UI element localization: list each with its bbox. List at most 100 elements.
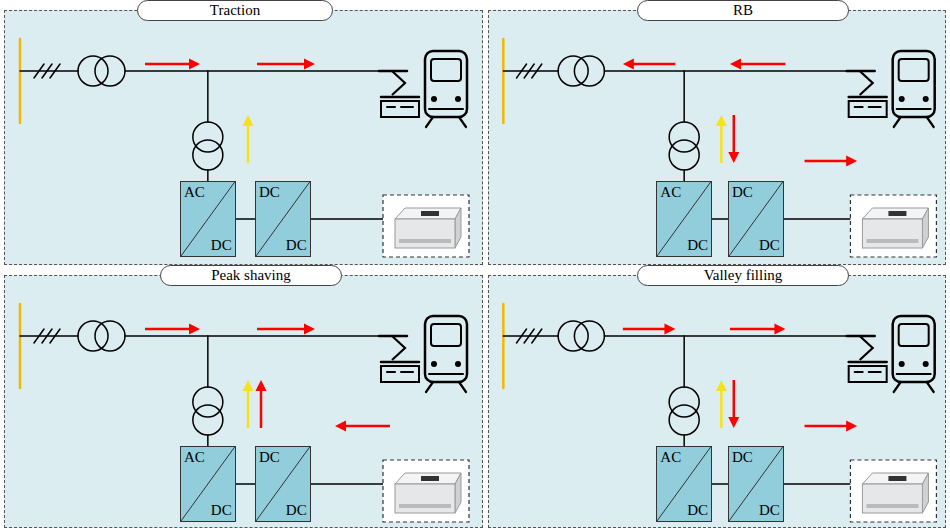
- train-stroke: [855, 371, 863, 373]
- converter-diagonal-line: [729, 182, 783, 256]
- power-flow-arrow: [335, 421, 390, 432]
- battery-pack: [862, 473, 928, 513]
- train-stroke: [387, 106, 395, 108]
- battery-pack: [395, 473, 461, 513]
- pantograph: [392, 71, 405, 95]
- battery-terminal: [888, 211, 906, 216]
- power-flow-arrow-head: [664, 324, 675, 335]
- branch-line: [683, 435, 685, 446]
- power-circuit: [20, 304, 469, 522]
- converter-diagonal-line: [181, 447, 235, 521]
- battery-top: [395, 208, 461, 219]
- converter-diagonal-line: [729, 447, 783, 521]
- power-flow-arrow-head: [256, 380, 267, 391]
- power-flow-arrow: [623, 59, 676, 70]
- battery-frame: [383, 460, 469, 522]
- battery-body: [395, 219, 455, 248]
- battery-stripe: [866, 239, 918, 243]
- converter-label: DC: [687, 237, 708, 254]
- converter-label: DC: [732, 184, 753, 201]
- feeder-line: [20, 70, 78, 72]
- transformer-winding: [669, 387, 699, 417]
- converter-box: DCDC: [728, 181, 784, 257]
- power-flow-arrow-shaft: [145, 328, 190, 331]
- train-car: [381, 101, 419, 117]
- battery-side: [922, 208, 928, 248]
- three-phase-mark: [50, 329, 60, 343]
- battery-line: [784, 483, 851, 485]
- branch-line: [683, 71, 685, 122]
- converter-diagonal-line: [256, 447, 310, 521]
- converter-label: DC: [286, 237, 307, 254]
- connector-layer: [489, 11, 947, 266]
- train-cab: [425, 51, 467, 117]
- power-flow-arrow-shaft: [733, 115, 736, 153]
- train-light: [899, 96, 905, 102]
- battery-top: [395, 473, 461, 484]
- transformer-winding: [95, 321, 125, 351]
- power-flow-arrow-head: [304, 59, 315, 70]
- power-flow-arrow-head: [728, 417, 739, 428]
- converter-box: AC DC: [180, 446, 236, 522]
- train-stroke: [426, 382, 433, 392]
- train-light: [455, 361, 461, 367]
- battery-line: [311, 483, 383, 485]
- converter-box: DCDC: [255, 446, 311, 522]
- feeder-line: [503, 335, 558, 337]
- power-flow-arrow-shaft: [260, 390, 263, 428]
- feeder-line: [20, 335, 78, 337]
- panel-title: Valley filling: [637, 265, 849, 286]
- dc-link: [712, 218, 728, 220]
- converter-label: DC: [732, 449, 753, 466]
- train-stroke: [869, 106, 881, 108]
- scenario-panel: TractionACDCDCDC: [4, 10, 483, 265]
- battery-frame: [383, 195, 469, 257]
- branch-line: [207, 336, 209, 387]
- power-flow-arrow: [257, 59, 315, 70]
- reactive-flow-arrow: [716, 380, 727, 428]
- power-circuit: [503, 304, 936, 522]
- power-flow-arrow-head: [846, 421, 857, 432]
- transformer-winding: [574, 56, 604, 86]
- reactive-flow-arrow: [243, 380, 254, 428]
- power-flow-arrow-head: [730, 59, 741, 70]
- transformer-winding: [78, 56, 108, 86]
- scenario-panel: RBACDCDCDC: [488, 10, 946, 265]
- train-stroke: [381, 361, 419, 364]
- power-flow-arrow-shaft: [740, 63, 785, 66]
- branch-line: [207, 435, 209, 446]
- reactive-flow-arrow: [716, 115, 727, 163]
- grid-bus: [19, 304, 22, 388]
- converter-label: DC: [286, 502, 307, 519]
- battery-pack: [395, 208, 461, 248]
- power-flow-arrow-head: [335, 421, 346, 432]
- battery-line: [311, 218, 383, 220]
- battery-stripe: [866, 504, 918, 508]
- connector-layer: [489, 276, 947, 529]
- three-phase-mark: [532, 64, 542, 78]
- train-light: [431, 361, 437, 367]
- connector-layer: [5, 11, 484, 266]
- circuit-illustration: [489, 11, 947, 266]
- converter-label: DC: [211, 502, 232, 519]
- power-flow-arrow-head: [846, 156, 857, 167]
- converter-label: DC: [759, 502, 780, 519]
- grid-bus: [502, 39, 505, 123]
- converter-label: DC: [687, 502, 708, 519]
- train-stroke: [849, 361, 887, 364]
- train-stroke: [429, 108, 463, 110]
- transformer-winding: [669, 122, 699, 152]
- converter-diagonal-line: [181, 182, 235, 256]
- catenary-line: [604, 335, 859, 337]
- converter-label: AC: [660, 449, 681, 466]
- train-cab: [425, 316, 467, 382]
- train-light: [431, 96, 437, 102]
- power-flow-arrow-shaft: [733, 380, 736, 418]
- train-car: [381, 366, 419, 382]
- panel-title: Peak shaving: [160, 265, 342, 286]
- reactive-flow-arrow-shaft: [247, 390, 250, 428]
- battery-terminal: [888, 476, 906, 481]
- converter-label: AC: [184, 449, 205, 466]
- power-circuit: [503, 39, 936, 257]
